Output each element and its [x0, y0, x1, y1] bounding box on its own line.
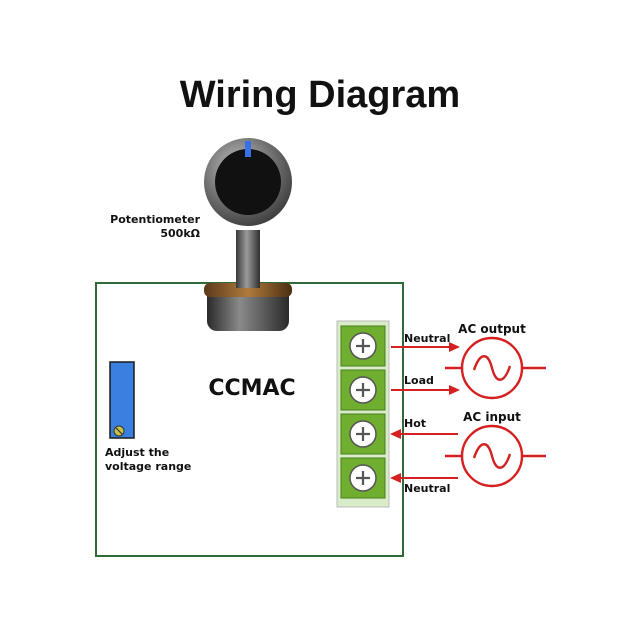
label-neutral-top: Neutral — [404, 332, 451, 345]
voltage-trimmer[interactable] — [109, 361, 135, 439]
label-neutral-bottom: Neutral — [404, 482, 451, 495]
knob-indicator — [245, 141, 251, 157]
trimmer-label-line2: voltage range — [105, 460, 192, 473]
potentiometer-name: Potentiometer — [110, 213, 200, 226]
label-hot: Hot — [404, 417, 427, 430]
trimmer-label-line1: Adjust the — [105, 446, 170, 459]
potentiometer-label: Potentiometer 500kΩ — [100, 213, 200, 241]
wiring — [390, 342, 460, 483]
knob-face — [215, 149, 281, 215]
terminal-block — [336, 320, 390, 508]
arrow-icon — [449, 342, 460, 352]
potentiometer-nut — [204, 283, 292, 297]
arrow-icon — [390, 429, 401, 439]
page-title: Wiring Diagram — [179, 74, 461, 116]
label-load: Load — [404, 374, 434, 387]
arrow-icon — [390, 473, 401, 483]
ac-input-label: AC input — [463, 410, 521, 424]
screw-icon — [349, 376, 377, 404]
screw-icon — [349, 420, 377, 448]
screw-icon — [349, 332, 377, 360]
board-name: CCMAC — [208, 376, 296, 401]
ac-output-label: AC output — [458, 322, 526, 336]
trimmer-body — [109, 361, 135, 439]
potentiometer[interactable] — [204, 138, 292, 331]
sine-wave-icon — [472, 443, 512, 469]
potentiometer-value: 500kΩ — [160, 227, 200, 240]
sine-wave-icon — [472, 355, 512, 381]
potentiometer-shaft — [236, 230, 260, 288]
ac-input-symbol — [445, 424, 546, 488]
ac-output-symbol — [445, 336, 546, 400]
screw-icon — [349, 464, 377, 492]
arrow-icon — [449, 385, 460, 395]
trimmer-label: Adjust the voltage range — [105, 446, 191, 474]
